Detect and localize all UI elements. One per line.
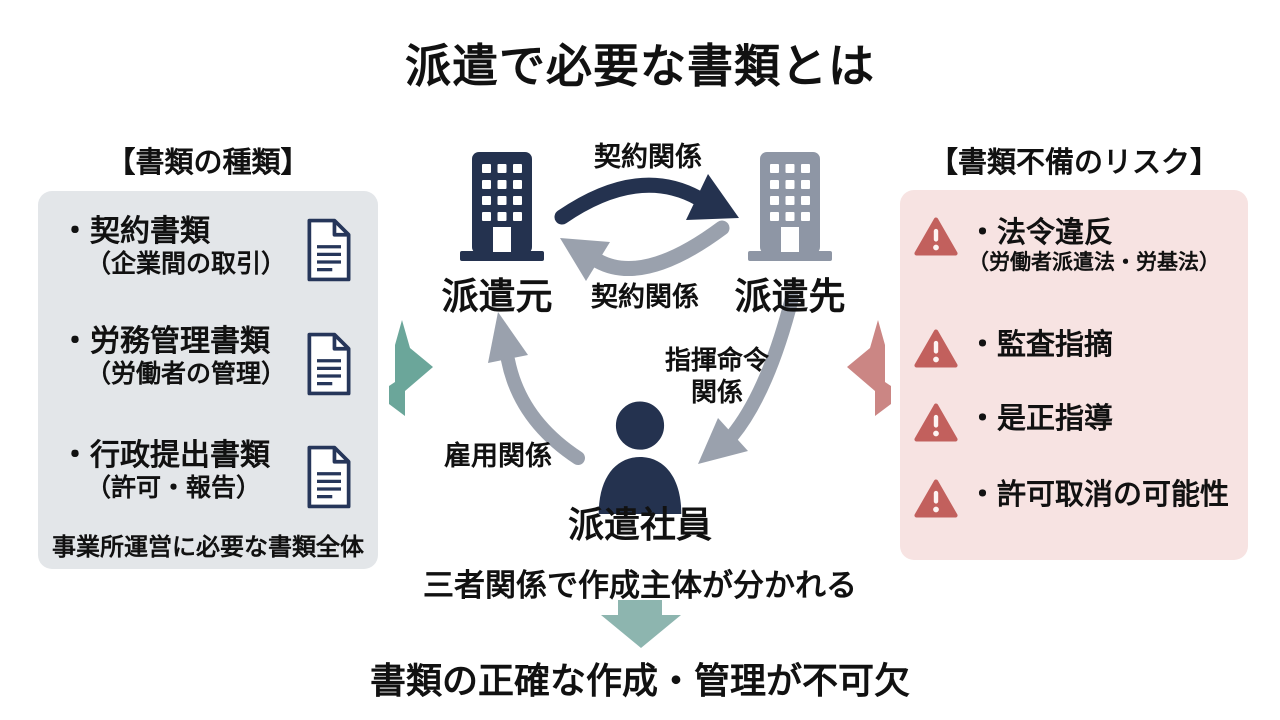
command-relation-label: 指揮命令 関係 <box>632 344 802 408</box>
down-arrow-icon <box>601 600 681 648</box>
list-item: ・行政提出書類 （許可・報告） <box>60 439 310 503</box>
left-panel-heading: 【書類の種類】 <box>106 147 310 179</box>
list-item: ・労務管理書類 （労働者の管理） <box>60 325 310 389</box>
conclusion-text: 書類の正確な作成・管理が不可欠 <box>369 660 910 701</box>
building-icon-client <box>748 152 832 261</box>
client-label: 派遣先 <box>734 276 846 317</box>
panel-footer-note: 事業所運営に必要な書類全体 <box>52 534 364 561</box>
command-relation-line2: 関係 <box>690 377 743 407</box>
building-icon-agency <box>460 152 544 261</box>
list-item: ・監査指摘 <box>914 328 1113 369</box>
item-subtitle: （許可・報告） <box>86 474 262 502</box>
page-title: 派遣で必要な書類とは <box>405 40 875 92</box>
right-inward-arrow-icon <box>847 320 891 416</box>
left-inward-arrow-icon <box>389 320 433 416</box>
right-panel-heading: 【書類不備のリスク】 <box>928 147 1219 179</box>
worker-label: 派遣社員 <box>567 504 712 545</box>
item-title: ・行政提出書類 <box>60 439 270 472</box>
risk-subtitle: （労働者派遣法・労基法） <box>968 251 1220 274</box>
warning-triangle-icon <box>914 479 958 518</box>
document-types-panel: ・契約書類 （企業間の取引） ・労務管理書類 （労働者の管理） ・行政提出書類 … <box>38 191 378 569</box>
risk-panel: ・法令違反 （労働者派遣法・労基法） ・監査指摘 ・是正指導 <box>900 190 1248 560</box>
warning-triangle-icon <box>914 403 958 442</box>
warning-triangle-icon <box>914 329 958 368</box>
document-icon <box>307 332 351 396</box>
contract-relation-bottom-label: 契約関係 <box>591 282 699 312</box>
list-item: ・是正指導 <box>914 402 1113 443</box>
item-title: ・契約書類 <box>60 215 210 248</box>
document-icon <box>307 445 351 509</box>
person-icon-worker <box>598 398 682 515</box>
three-party-note: 三者関係で作成主体が分かれる <box>423 568 857 603</box>
list-item: ・許可取消の可能性 <box>914 478 1229 519</box>
employment-relation-label: 雇用関係 <box>444 441 552 471</box>
agency-label: 派遣元 <box>441 276 553 317</box>
item-title: ・労務管理書類 <box>60 325 270 358</box>
contract-relation-top-label: 契約関係 <box>594 142 702 172</box>
risk-title: ・許可取消の可能性 <box>968 479 1230 511</box>
risk-title: ・監査指摘 <box>968 329 1114 361</box>
risk-title: ・法令違反 <box>968 217 1114 249</box>
item-subtitle: （企業間の取引） <box>86 250 287 278</box>
list-item: ・法令違反 （労働者派遣法・労基法） <box>914 216 1220 276</box>
item-subtitle: （労働者の管理） <box>86 360 287 388</box>
risk-title: ・是正指導 <box>968 403 1114 435</box>
command-relation-line1: 指揮命令 <box>664 345 769 375</box>
warning-triangle-icon <box>914 217 958 256</box>
document-icon <box>307 218 351 282</box>
list-item: ・契約書類 （企業間の取引） <box>60 215 310 279</box>
